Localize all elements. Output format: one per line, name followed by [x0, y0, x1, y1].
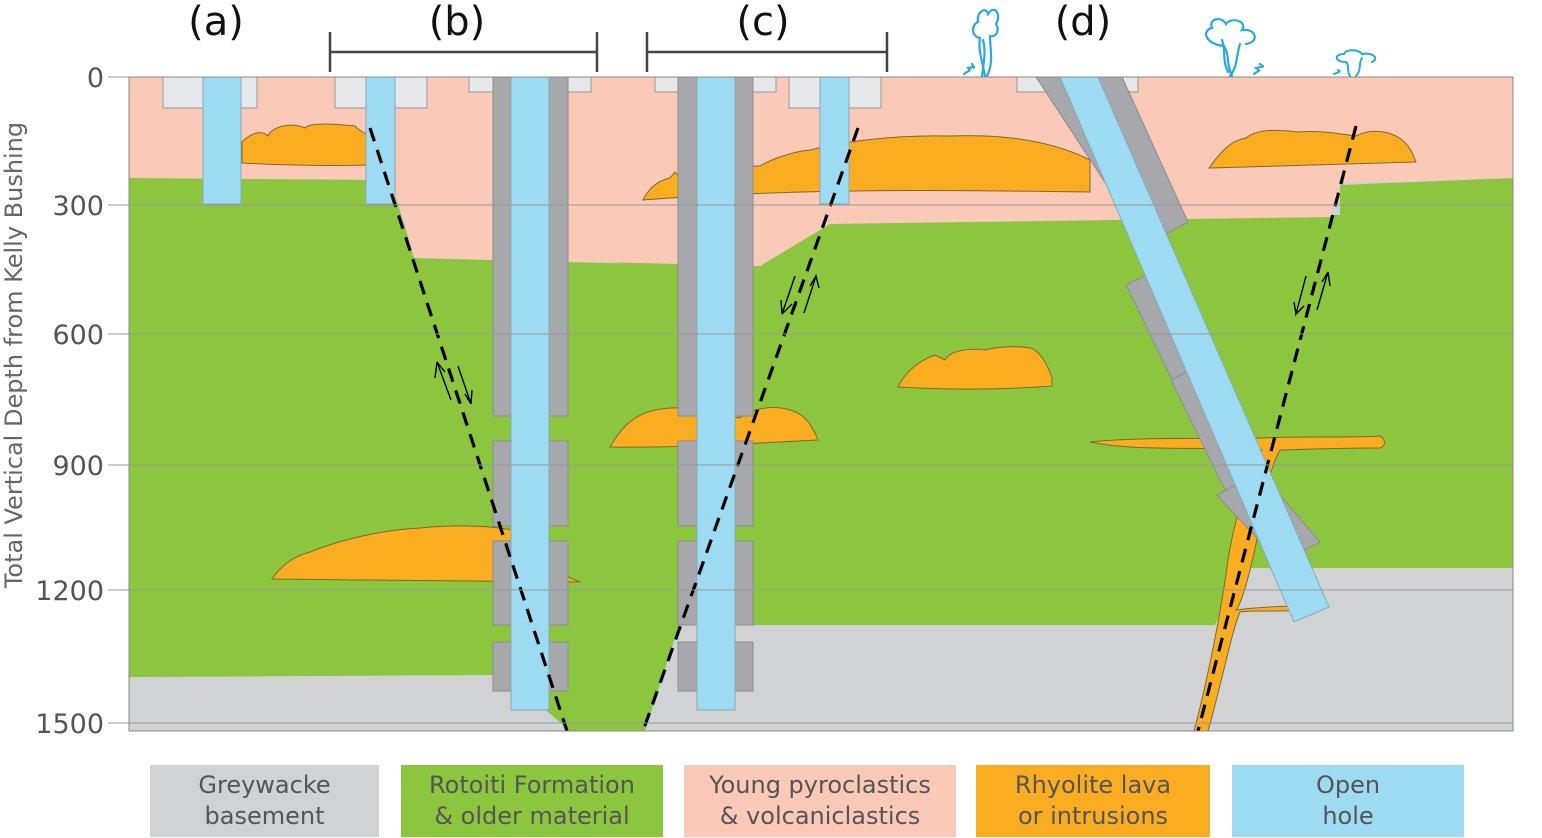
legend-item-open-hole: Open hole [1232, 765, 1464, 837]
legend-label: & volcaniclastics [719, 802, 921, 830]
y-tick-label: 1200 [35, 576, 104, 607]
rhyolite-lava-body [1208, 129, 1417, 169]
bracket-b [328, 32, 599, 72]
legend-item-rhyolite: Rhyolite lava or intrusions [976, 765, 1210, 837]
well-a-open-hole [202, 77, 242, 205]
y-tick-label: 900 [52, 451, 104, 482]
geological-cross-section: (a) (b) (c) (d) [0, 0, 1514, 740]
well-c-open-hole [696, 77, 736, 711]
well-b-open-hole [510, 77, 550, 711]
legend-item-greywacke: Greywacke basement [150, 765, 379, 837]
well-c-shallow-open-hole [819, 77, 850, 205]
rhyolite-lava-body [897, 346, 1053, 390]
panel-label-b: (b) [429, 0, 486, 45]
legend-label: Rotoiti Formation [429, 771, 635, 799]
rhyolite-lava-body [241, 123, 373, 166]
y-tick-label: 600 [52, 320, 104, 351]
panel-label-d: (d) [1055, 0, 1112, 45]
geyser-steam-icon [962, 8, 1000, 78]
legend-label: or intrusions [1017, 802, 1169, 830]
fault-b [368, 127, 569, 731]
legend-label: hole [1322, 802, 1374, 830]
y-tick-label: 300 [52, 191, 104, 222]
faults [368, 125, 1358, 731]
legend-label: Open [1315, 771, 1381, 799]
y-tick-label: 0 [87, 63, 104, 94]
panel-label-c: (c) [736, 0, 789, 45]
y-tick-label: 1500 [35, 709, 104, 740]
legend-label: & older material [434, 802, 630, 830]
legend-label: Greywacke [198, 771, 331, 799]
plot-frame [128, 76, 1514, 732]
bracket-c [645, 32, 889, 72]
legend-label: basement [204, 802, 325, 830]
fault-d [1196, 125, 1358, 731]
plot-area [129, 77, 1513, 731]
geyser-steam-icon [1205, 18, 1265, 78]
legend-item-pyroclastics: Young pyroclastics & volcaniclastics [684, 765, 956, 837]
panel-label-a: (a) [188, 0, 244, 45]
y-axis-title: Total Vertical Depth from Kelly Bushing [0, 122, 28, 589]
legend-label: Rhyolite lava [1014, 771, 1172, 799]
fumarole-steam-icon [1333, 49, 1377, 77]
fault-c [641, 127, 860, 731]
legend-item-rotoiti: Rotoiti Formation & older material [401, 765, 663, 837]
fault-motion-arrows [434, 271, 1331, 405]
legend-label: Young pyroclastics [709, 771, 931, 799]
well-b-shallow-open-hole [365, 77, 396, 205]
